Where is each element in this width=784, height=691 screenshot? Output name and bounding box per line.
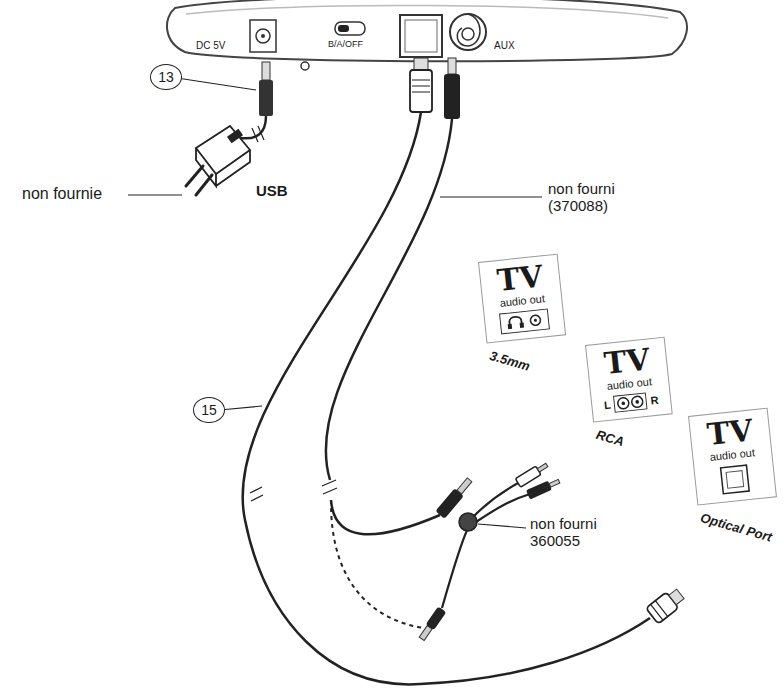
callout-number: 15 xyxy=(193,397,225,423)
leader-line xyxy=(440,196,542,197)
leader-line xyxy=(220,406,262,410)
optical-end-plug xyxy=(646,586,687,624)
break-mark xyxy=(250,487,263,501)
icon-row: LR xyxy=(599,390,665,415)
rca-wire xyxy=(476,494,530,522)
rca-plug xyxy=(526,477,561,500)
leader-line xyxy=(177,78,256,90)
tv-panel: TVaudio outLRRCA xyxy=(585,337,673,423)
dotted-link xyxy=(331,500,424,628)
rca-adapter-wire xyxy=(442,528,468,608)
optical-port-inner xyxy=(405,20,437,52)
dc-plug-tip xyxy=(262,62,270,80)
note: non fourni 360055 xyxy=(530,515,616,550)
break-mark xyxy=(322,480,337,494)
dc-jack-pin xyxy=(261,34,265,38)
callout-number: 13 xyxy=(150,64,182,90)
dc-plug xyxy=(259,80,273,116)
port-name: RCA xyxy=(595,427,626,449)
switch-label: B/A/OFF xyxy=(328,39,363,49)
port-name: 3.5mm xyxy=(488,348,532,374)
port-label: AUX xyxy=(494,40,515,52)
rca-wire xyxy=(474,482,520,516)
note: non fournie xyxy=(22,185,102,203)
switch-knob xyxy=(338,25,349,32)
aux-plug-tip xyxy=(448,58,456,74)
connector-label: USB xyxy=(256,182,288,199)
adapter-prongs xyxy=(186,166,212,195)
optical-cable xyxy=(243,112,650,684)
optical-icon xyxy=(718,463,751,496)
usb-plug xyxy=(227,129,243,144)
tv-panel: TVaudio out3.5mm xyxy=(478,254,566,344)
icon-row xyxy=(492,307,558,336)
rca-icon xyxy=(613,392,649,413)
dc-jack xyxy=(250,20,276,52)
led xyxy=(301,62,309,70)
aux-plug xyxy=(444,74,460,119)
aux-jack xyxy=(450,14,486,50)
panel-heading: TV xyxy=(697,414,764,451)
leader-line xyxy=(478,524,526,528)
channel-label: L xyxy=(603,399,611,412)
panel-heading: TV xyxy=(594,343,661,380)
aux-jack-swirl xyxy=(457,14,480,46)
rca-adapter-jack xyxy=(418,606,447,641)
break-mark xyxy=(252,126,264,142)
headphone-icon xyxy=(498,308,550,335)
slide-switch xyxy=(335,22,365,35)
optical-port xyxy=(400,15,442,57)
aux-cable xyxy=(331,500,440,534)
panel-heading: TV xyxy=(487,260,554,297)
leader-line xyxy=(128,194,182,195)
note: non fourni (370088) xyxy=(548,180,634,215)
port-label: DC 5V xyxy=(196,40,225,52)
channel-label: R xyxy=(650,394,659,407)
port-name: Optical Port xyxy=(699,510,774,545)
icon-row xyxy=(702,461,769,498)
optical-plug xyxy=(410,70,432,112)
aux-cable xyxy=(326,119,452,480)
dc-jack-ring xyxy=(256,29,270,43)
tv-panel: TVaudio outOptical Port xyxy=(688,408,777,506)
optical-plug-tip xyxy=(414,58,428,70)
aux-jack-hole xyxy=(462,28,474,40)
optical-plug-ridges xyxy=(412,80,430,92)
housing xyxy=(167,0,687,61)
